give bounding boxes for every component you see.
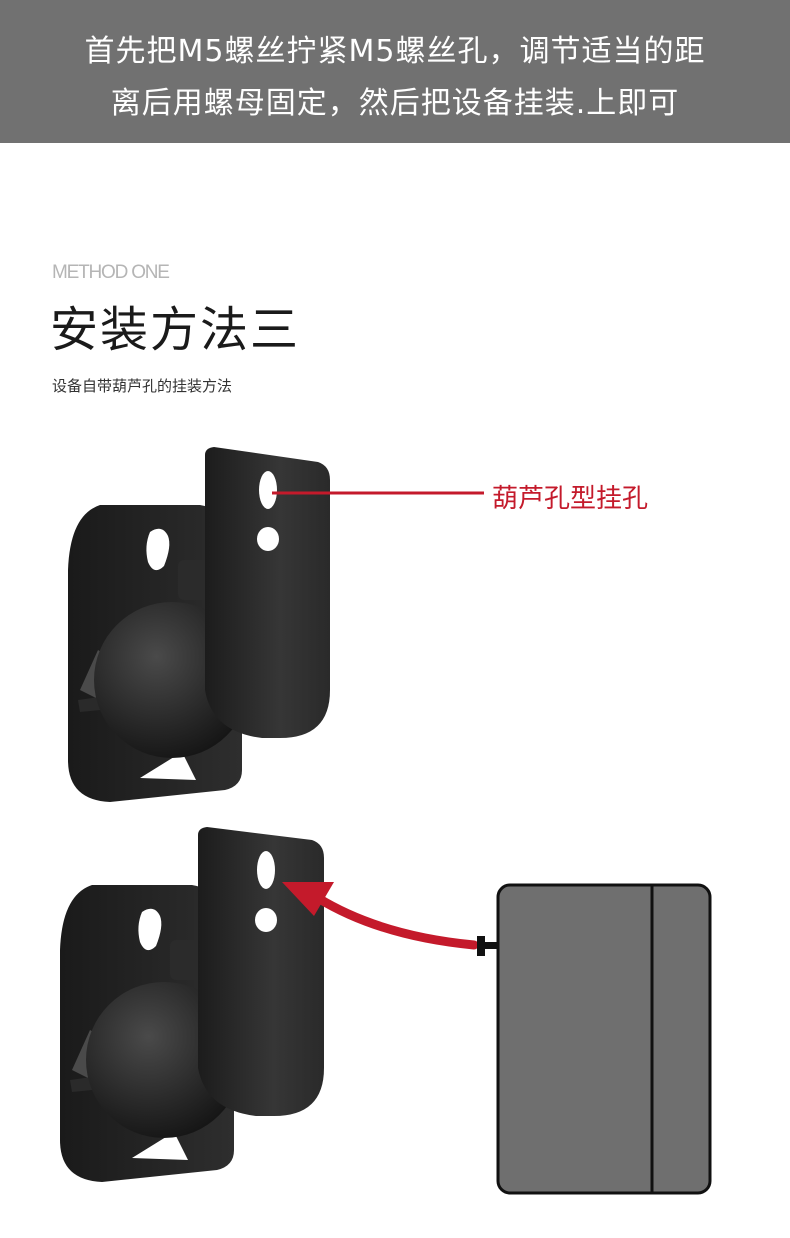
banner-text-line-2: 离后用螺母固定，然后把设备挂装.上即可 <box>110 86 680 121</box>
method-subtitle: 设备自带葫芦孔的挂装方法 <box>52 377 233 395</box>
method-title: 安装方法三 <box>50 302 301 358</box>
wall-bracket-icon <box>60 827 324 1182</box>
banner-text-line-1: 首先把M5螺丝拧紧M5螺丝孔，调节适当的距 <box>84 34 706 69</box>
method-label: METHOD ONE <box>52 262 170 283</box>
callout-label: 葫芦孔型挂孔 <box>492 484 649 514</box>
speaker-device-icon <box>477 883 712 1195</box>
top-banner: 首先把M5螺丝拧紧M5螺丝孔，调节适当的距 离后用螺母固定，然后把设备挂装.上即… <box>0 0 790 143</box>
wall-bracket-icon <box>68 447 330 802</box>
curved-arrow-icon <box>282 882 479 950</box>
